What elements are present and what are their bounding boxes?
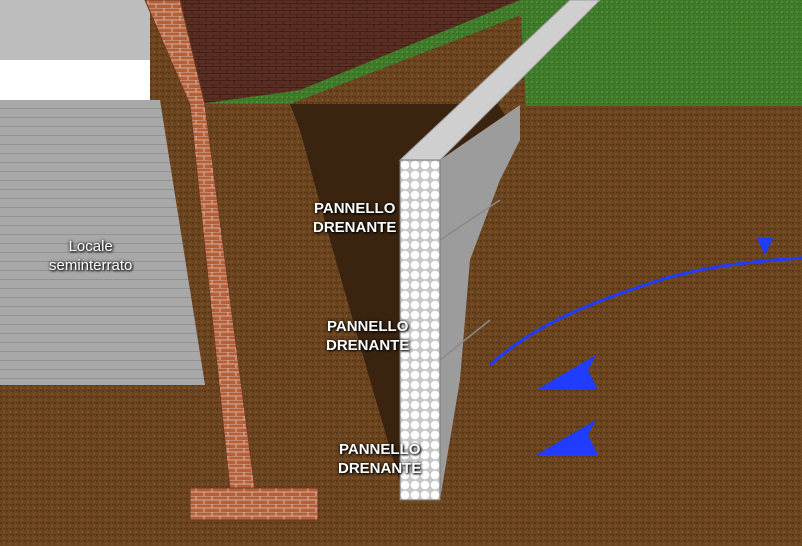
panel-label-middle: PANNELLO DRENANTE	[326, 317, 409, 355]
panel-label-middle-line1: PANNELLO	[326, 318, 409, 335]
panel-label-bottom: PANNELLO DRENANTE	[338, 440, 421, 478]
panel-label-bottom-line1: PANNELLO	[338, 441, 421, 458]
panel-label-middle-line2: DRENANTE	[326, 337, 410, 354]
room-label-line1: Locale	[68, 238, 113, 255]
grass-surface-right	[520, 0, 802, 106]
drainage-panel	[399, 159, 441, 501]
panel-side-face	[440, 105, 520, 500]
panel-label-top: PANNELLO DRENANTE	[313, 199, 396, 237]
water-level-marker-icon	[757, 238, 773, 255]
water-flow-arrow-icon	[536, 420, 598, 455]
building-wall	[180, 0, 520, 104]
water-flow-arrow-icon	[536, 355, 598, 390]
wall-footing	[189, 487, 319, 521]
basement-room	[0, 100, 205, 385]
panel-label-bottom-line2: DRENANTE	[338, 460, 422, 477]
water-table-line	[488, 256, 802, 367]
room-label-line2: seminterrato	[49, 257, 133, 274]
panel-label-top-line2: DRENANTE	[313, 219, 397, 236]
ceiling-beam	[0, 60, 150, 100]
room-label: Locale seminterrato	[49, 237, 132, 275]
panel-label-top-line1: PANNELLO	[313, 200, 396, 217]
